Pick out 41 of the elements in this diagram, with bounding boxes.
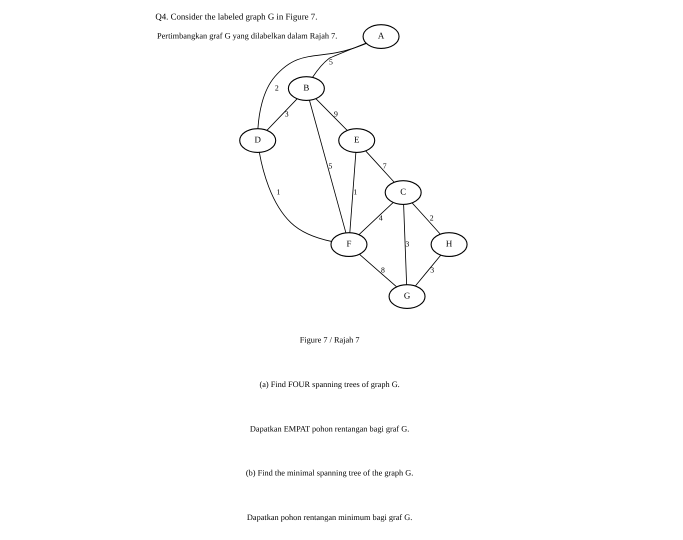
diagram-title: Q4. Consider the labeled graph G in Figure 7. — [154, 12, 317, 22]
node-ellipse: A — [362, 24, 400, 49]
edge-label: 2 — [274, 84, 278, 93]
connector — [358, 254, 396, 288]
node-ellipse: B — [287, 76, 324, 101]
connector — [257, 43, 366, 129]
edge-label: 8 — [380, 266, 384, 275]
node-ellipse: E — [338, 128, 375, 153]
connector — [364, 150, 394, 183]
edge-label: 1 — [352, 188, 357, 197]
edge-label: 1 — [276, 188, 280, 197]
label: Pertimbangkan graf G yang dilabelkan dalam Rajah 7. — [156, 31, 337, 40]
edge-label: 5 — [328, 58, 332, 67]
label: (b) Find the minimal spanning tree of the graph G. — [245, 468, 413, 478]
connector — [411, 202, 440, 235]
edge-label: 3 — [430, 266, 434, 275]
label: Dapatkan EMPAT pohon rentangan bagi graf G. — [249, 424, 409, 434]
edge-label: 3 — [404, 240, 409, 249]
connector — [308, 100, 346, 234]
label: (a) Find FOUR spanning trees of graph G. — [258, 380, 400, 389]
connector — [266, 98, 297, 131]
connector — [312, 42, 366, 78]
connector — [358, 202, 393, 236]
node-ellipse: D — [238, 128, 276, 153]
edge-label: 4 — [378, 214, 382, 223]
node-ellipse: G — [388, 284, 426, 309]
edge-label: 7 — [382, 162, 386, 171]
edge-label: 3 — [284, 110, 288, 119]
edge-label: 5 — [328, 162, 332, 171]
connector — [348, 152, 356, 233]
connector — [414, 254, 441, 286]
label: Dapatkan pohon rentangan minimum bagi graf G. — [246, 512, 412, 522]
connector — [258, 152, 332, 242]
node-ellipse: F — [330, 232, 367, 257]
node-ellipse: C — [384, 180, 422, 205]
edge-label: 2 — [429, 214, 434, 223]
edge-label: 9 — [334, 110, 338, 119]
label: Figure 7 / Rajah 7 — [299, 336, 360, 345]
connector — [402, 204, 407, 285]
connector — [314, 98, 348, 131]
node-ellipse: H — [430, 232, 468, 257]
